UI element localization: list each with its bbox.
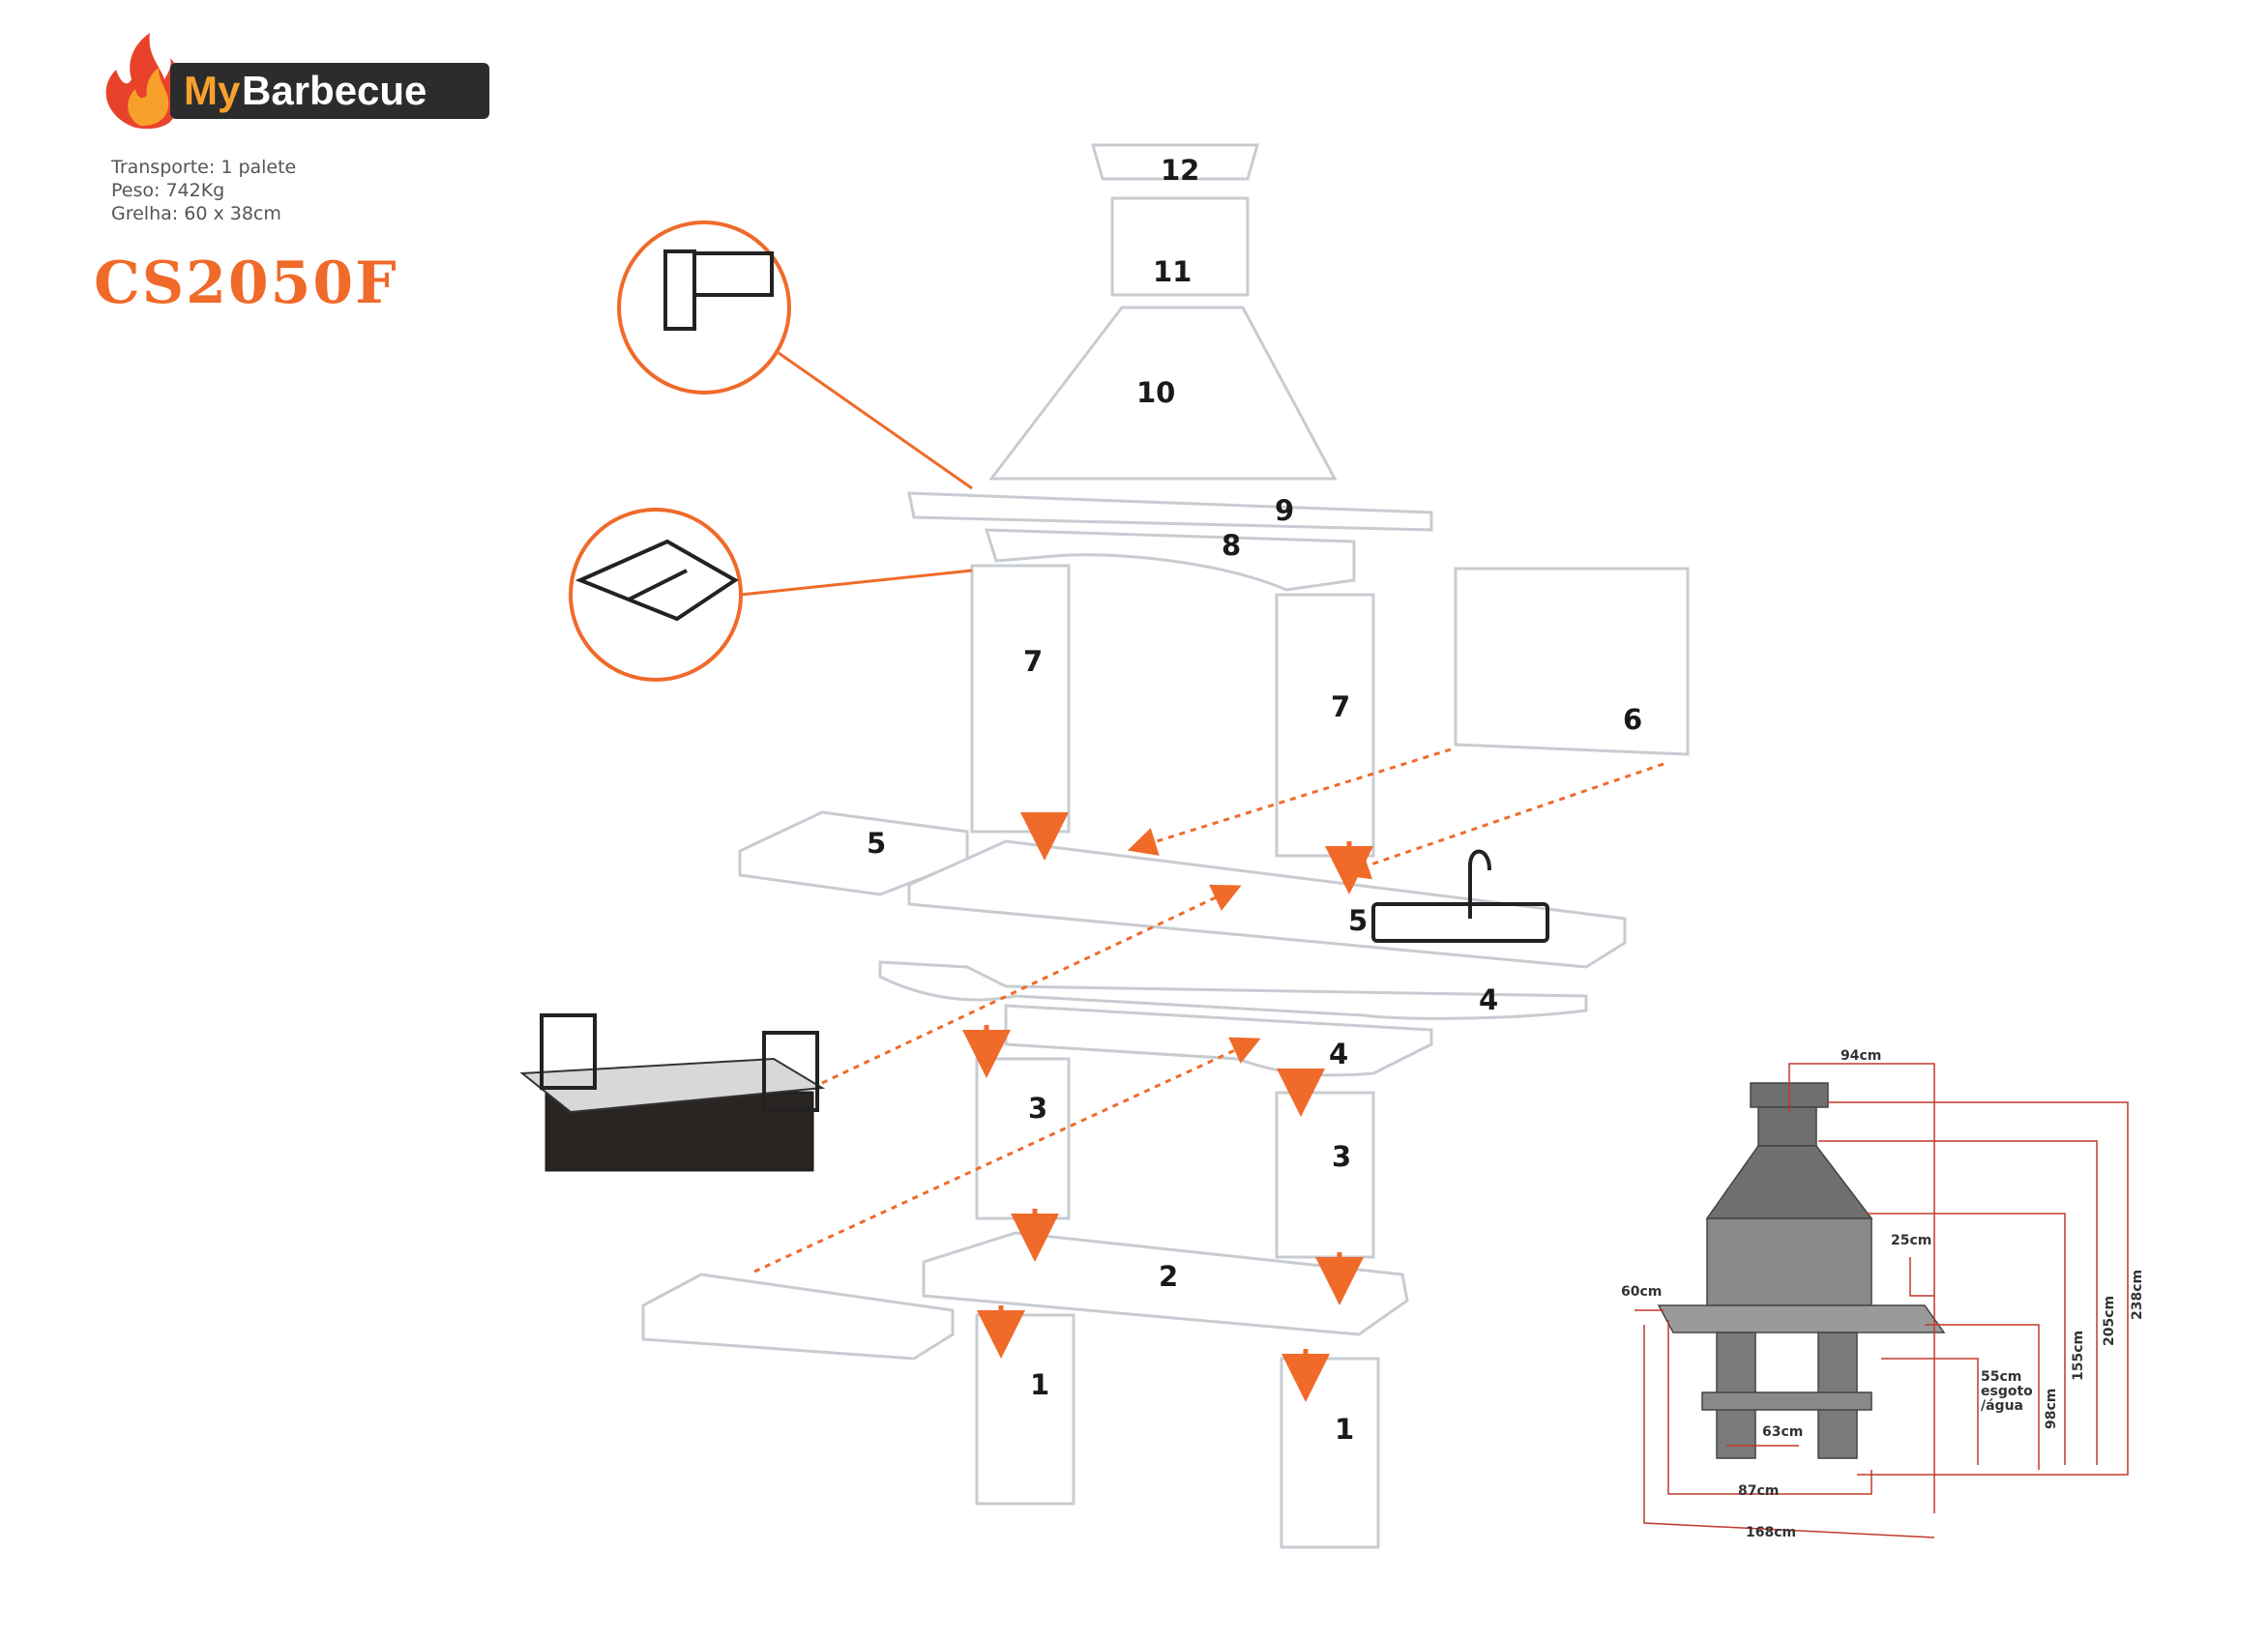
part-11-chimney <box>1110 196 1250 297</box>
part-7-pillar-right <box>1275 593 1375 858</box>
logo-banner <box>170 63 489 119</box>
grill-rack <box>519 1013 826 1172</box>
part-6-panel <box>1454 567 1690 756</box>
part-label: 9 <box>1275 494 1294 527</box>
part-label: 8 <box>1222 529 1241 562</box>
dim-height-hood-top: 205cm <box>2102 1296 2117 1346</box>
dim-side-depth: 60cm <box>1621 1284 1662 1300</box>
specs-list: Transporte: 1 palete Peso: 742Kg Grelha:… <box>111 156 296 225</box>
dim-height-total: 238cm <box>2130 1270 2145 1320</box>
part-3-right <box>1275 1091 1375 1259</box>
part-label: 6 <box>1623 703 1642 736</box>
dim-base-width: 87cm <box>1738 1483 1779 1499</box>
dim-inner-width: 63cm <box>1762 1424 1803 1440</box>
part-label: 7 <box>1023 645 1043 678</box>
spec-row: Transporte: 1 palete <box>111 157 297 178</box>
part-label: 4 <box>1329 1038 1348 1070</box>
part-label: 1 <box>1335 1413 1354 1446</box>
dim-height-hood-base: 155cm <box>2071 1331 2086 1381</box>
part-9-slab <box>907 491 1433 532</box>
brand-name-barbecue: Barbecue <box>242 68 427 113</box>
part-label: 7 <box>1331 690 1350 723</box>
dim-drain-label-2: /água <box>1981 1398 2023 1414</box>
faucet-icon <box>1468 849 1491 919</box>
part-label: 10 <box>1136 376 1175 409</box>
dim-chimney-offset: 25cm <box>1891 1233 1931 1248</box>
model-code: CS2050F <box>94 249 398 317</box>
part-label: 1 <box>1030 1368 1049 1401</box>
part-1-right <box>1280 1357 1380 1549</box>
part-label: 5 <box>867 827 886 860</box>
part-label: 11 <box>1153 255 1192 288</box>
part-3-left <box>975 1057 1071 1220</box>
dim-drain-label-1: esgoto <box>1981 1384 2033 1399</box>
dim-height-counter: 98cm <box>2044 1389 2059 1429</box>
part-12-cap <box>1091 143 1259 181</box>
ash-tray <box>641 1273 955 1361</box>
part-1-left <box>975 1313 1075 1506</box>
part-label: 3 <box>1028 1092 1047 1125</box>
part-labels: 12 11 10 9 8 7 7 6 5 5 4 4 3 3 2 1 1 <box>867 154 1642 1446</box>
detail-corner-circle <box>617 220 791 395</box>
brand-name-my: My <box>184 68 241 113</box>
part-10-hood <box>987 306 1338 481</box>
sink-basin <box>1371 902 1549 943</box>
dimension-drawing: 94cm 25cm 60cm 55cm esgoto /água 98cm 15… <box>1621 1048 2145 1540</box>
part-4-upper <box>878 960 1588 1020</box>
spec-row: Grelha: 60 x 38cm <box>111 203 281 224</box>
dim-drain-height: 55cm <box>1981 1369 2021 1385</box>
brand-logo: My Barbecue <box>105 33 489 130</box>
part-7-pillar-left <box>970 564 1071 834</box>
part-label: 3 <box>1332 1140 1351 1173</box>
part-5-counter <box>907 839 1627 969</box>
part-label: 4 <box>1479 983 1498 1016</box>
part-label: 2 <box>1159 1260 1178 1293</box>
part-label: 12 <box>1161 154 1199 187</box>
spec-row: Peso: 742Kg <box>111 180 225 201</box>
part-label: 5 <box>1348 904 1368 937</box>
part-8-arch <box>984 528 1356 592</box>
dim-total-width: 168cm <box>1746 1525 1796 1540</box>
dim-width-top: 94cm <box>1841 1048 1881 1064</box>
